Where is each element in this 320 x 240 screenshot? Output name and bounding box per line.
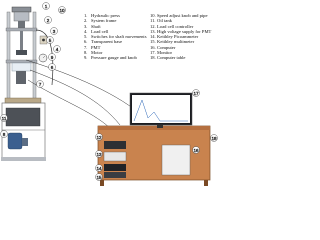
callout-17: 17 bbox=[192, 89, 200, 97]
legend-item: 4.Load cell bbox=[84, 28, 109, 34]
svg-text:11: 11 bbox=[2, 116, 7, 121]
callout-9: 9 bbox=[48, 53, 56, 61]
svg-text:5: 5 bbox=[49, 38, 52, 43]
legend-item: 18.Computer table bbox=[150, 55, 186, 61]
monitor bbox=[129, 92, 193, 128]
legend-item: 10.Speed adjust knob and pipe bbox=[150, 13, 208, 18]
callout-12: 12 bbox=[95, 133, 103, 141]
svg-text:2: 2 bbox=[47, 18, 50, 23]
motor bbox=[7, 132, 28, 150]
computer bbox=[161, 144, 191, 176]
callout-18: 18 bbox=[210, 134, 218, 142]
svg-text:15: 15 bbox=[96, 175, 102, 180]
callout-15: 15 bbox=[95, 173, 103, 181]
shaft-switches bbox=[39, 35, 48, 45]
cables bbox=[25, 59, 146, 129]
svg-text:17: 17 bbox=[193, 91, 199, 96]
lower-stand bbox=[1, 102, 46, 161]
callout-1: 1 bbox=[42, 2, 50, 10]
callout-4: 4 bbox=[53, 45, 61, 53]
svg-text:4: 4 bbox=[56, 47, 59, 52]
transparent-base bbox=[11, 62, 32, 72]
callout-7: 7 bbox=[36, 80, 44, 88]
keithley-multimeter bbox=[104, 172, 126, 178]
keithley-picoammeter bbox=[104, 164, 126, 171]
svg-text:14: 14 bbox=[96, 166, 102, 171]
svg-text:16: 16 bbox=[193, 148, 199, 153]
callout-5: 5 bbox=[46, 36, 54, 44]
apparatus-diagram: 1 2 3 4 5 6 7 8 9 10 11 12 13 14 15 16 1… bbox=[0, 2, 218, 186]
speed-adjust-knob-pipe bbox=[35, 29, 54, 86]
callout-11: 11 bbox=[0, 114, 8, 122]
svg-text:7: 7 bbox=[39, 82, 42, 87]
legend-item: 14.Keithley Picoammeter bbox=[150, 34, 199, 40]
load-cell-controller bbox=[104, 141, 126, 149]
svg-text:1: 1 bbox=[45, 4, 48, 9]
svg-text:3: 3 bbox=[53, 29, 56, 34]
svg-text:18: 18 bbox=[211, 136, 217, 141]
callouts: 1 2 3 4 5 6 7 8 9 10 11 12 13 14 15 16 1… bbox=[0, 2, 218, 181]
hydraulic-press bbox=[11, 6, 32, 29]
shaft bbox=[20, 31, 23, 51]
svg-text:10: 10 bbox=[59, 8, 65, 13]
legend-item: 5.Switches for shaft movements bbox=[84, 34, 147, 40]
legend-item: 1.Hydraulic press bbox=[84, 13, 120, 18]
oil-tank bbox=[5, 107, 41, 127]
pressure-gauge-knob bbox=[38, 53, 48, 63]
high-voltage-supply bbox=[103, 151, 127, 162]
callout-6: 6 bbox=[48, 63, 56, 71]
legend-item: 8.Motor bbox=[84, 50, 103, 56]
legend-item: 12.Load cell controller bbox=[150, 23, 194, 29]
callout-8: 8 bbox=[0, 130, 8, 138]
callout-14: 14 bbox=[95, 164, 103, 172]
callout-2: 2 bbox=[44, 16, 52, 24]
svg-text:12: 12 bbox=[96, 135, 102, 140]
legend-item: 6.Transparent base bbox=[84, 39, 123, 45]
legend-item: 16.Computer bbox=[150, 44, 176, 50]
pmt bbox=[16, 71, 26, 84]
callout-13: 13 bbox=[95, 150, 103, 158]
legend-left: 1.Hydraulic press 2.System frame 3.Shaft… bbox=[84, 13, 147, 61]
legend-item: 9.Pressure gauge and knob bbox=[84, 55, 137, 61]
legend-item: 11.Oil tank bbox=[150, 18, 172, 24]
legend-item: 15.Keithley multimeter bbox=[150, 39, 195, 45]
legend-item: 13.High voltage supply for PMT bbox=[150, 28, 212, 34]
load-cell bbox=[16, 50, 27, 55]
callout-10: 10 bbox=[58, 6, 66, 14]
callout-16: 16 bbox=[192, 146, 200, 154]
svg-text:6: 6 bbox=[51, 65, 54, 70]
svg-text:13: 13 bbox=[96, 152, 102, 157]
legend-item: 2.System frame bbox=[84, 18, 117, 24]
legend-item: 3.Shaft bbox=[84, 23, 101, 29]
svg-text:8: 8 bbox=[3, 132, 6, 137]
legend-item: 7.PMT bbox=[84, 44, 101, 50]
legend-item: 17.Monitor bbox=[150, 50, 173, 56]
svg-text:9: 9 bbox=[51, 55, 54, 60]
callout-3: 3 bbox=[50, 27, 58, 35]
legend-right: 10.Speed adjust knob and pipe 11.Oil tan… bbox=[150, 13, 211, 61]
